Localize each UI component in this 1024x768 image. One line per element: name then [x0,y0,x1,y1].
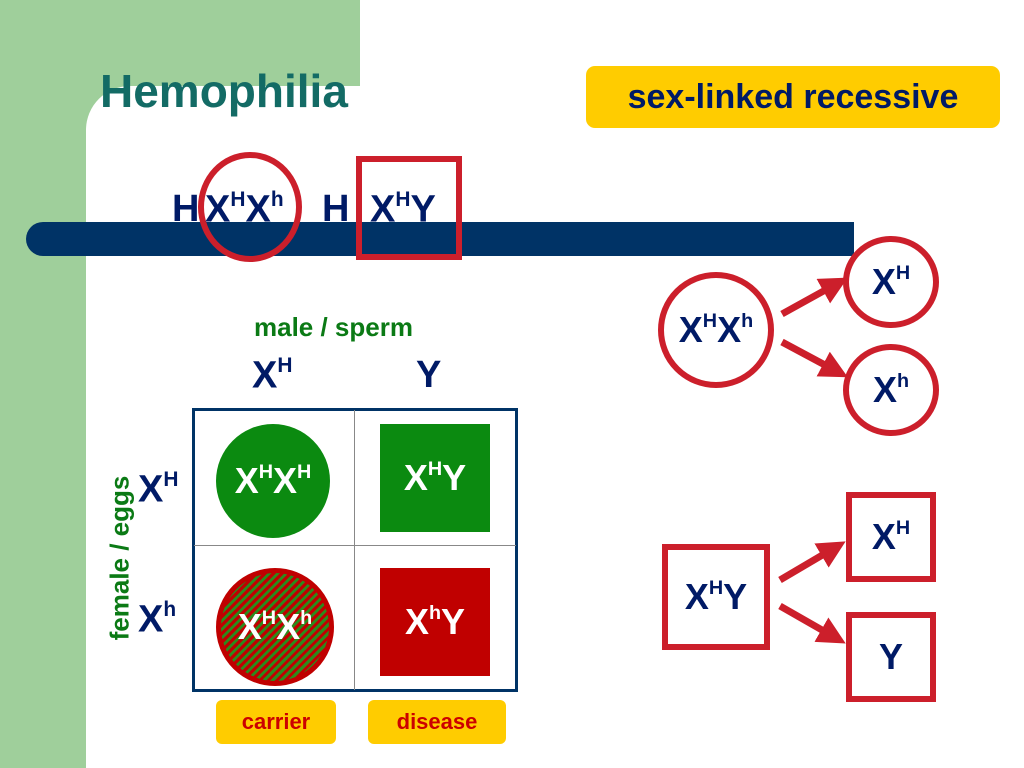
male-arrow-up [778,541,846,584]
grid-divider-vertical [354,410,355,690]
cell-carrier-circle: XHXh [216,568,334,686]
male-arrow-down [778,602,846,644]
female-arrow-down [780,338,848,378]
inheritance-badge: sex-linked recessive [586,66,1000,128]
father-square [356,156,462,260]
cell-xhy-square: XHY [380,424,490,532]
disease-label: disease [368,700,506,744]
female-arrow-up [780,277,848,318]
male-sperm-label: male / sperm [254,312,413,342]
sperm-y-square: Y [846,612,936,702]
column-header-1: XH [252,354,293,397]
mother-prefix: H [172,188,200,230]
grid-divider-horizontal [194,545,516,546]
mother-genotype: XHXh [205,188,284,231]
column-header-2: Y [416,354,442,396]
mother-circle [198,152,302,262]
female-parent-circle: XHXh [658,272,774,388]
father-genotype: XHY [370,188,436,231]
background-green-left [0,0,86,768]
egg-xlowerh-circle: Xh [843,344,939,436]
male-parent-square: XHY [662,544,770,650]
cell-xhxh-circle: XHXH [216,424,330,538]
row-header-1: XH [138,468,179,511]
egg-xh-circle: XH [843,236,939,328]
punnett-grid [192,408,518,692]
row-header-2: Xh [138,598,177,641]
page-title: Hemophilia [100,65,348,117]
decorative-bar [26,222,854,256]
father-prefix: H [322,188,350,230]
sperm-xh-square: XH [846,492,936,582]
cell-disease-square: XhY [380,568,490,676]
carrier-label: carrier [216,700,336,744]
